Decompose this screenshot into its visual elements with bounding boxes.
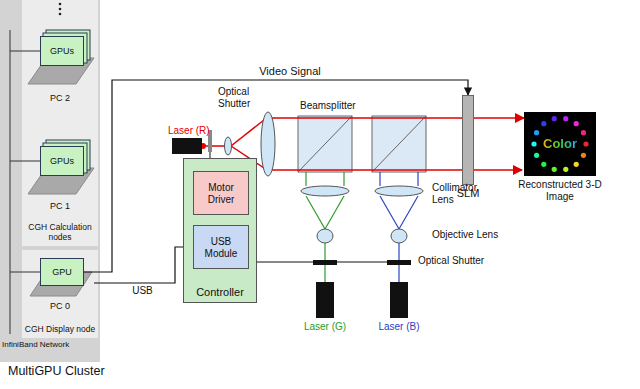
- edge-label: Video Signal: [257, 65, 323, 78]
- hologram-screen: [524, 112, 596, 176]
- hologram-screen: [524, 112, 596, 176]
- laser-beam-blue: [380, 196, 399, 229]
- laser-beam-green: [325, 196, 344, 229]
- color-ring: [563, 116, 568, 121]
- cluster-ground: [22, 250, 98, 338]
- node-text: GPUs: [41, 46, 83, 56]
- laser-body: Laser (G): [316, 282, 334, 318]
- laser-beam-blue: [417, 172, 418, 186]
- beamsplitter-cube: [372, 116, 426, 172]
- laser-beam-red: [231, 120, 264, 146]
- laser-body: Laser (R): [172, 138, 202, 154]
- lens: [391, 229, 407, 243]
- lens: [375, 186, 423, 196]
- color-ring: [534, 130, 539, 135]
- color-ring: [563, 167, 568, 172]
- usb-module-box: USB Module: [193, 225, 249, 269]
- laser-beam-red: [270, 117, 462, 119]
- color-ring: [541, 162, 546, 167]
- laser-beam-green: [305, 172, 306, 186]
- cluster-ground: [22, 0, 98, 246]
- color-ring: [534, 153, 539, 158]
- node-text: PC 2: [26, 93, 94, 103]
- color-ring: [581, 130, 586, 135]
- infiniband-wire: [10, 272, 40, 273]
- node-text: PC 1: [26, 201, 94, 211]
- infiniband-wire: [10, 51, 40, 52]
- color-ring: [552, 167, 557, 172]
- lens: [301, 186, 349, 196]
- laser-beam-green: [306, 196, 325, 229]
- ellipsis-dots: [59, 3, 62, 16]
- node-text: Color: [524, 137, 596, 152]
- gpu-card: GPUs: [40, 36, 84, 66]
- infiniband-wire: [10, 161, 40, 162]
- node-text: Motor Driver: [194, 182, 248, 205]
- connector: [84, 80, 468, 272]
- gpu-card: GPU: [40, 258, 84, 286]
- lens: [317, 229, 333, 243]
- connector: [94, 247, 193, 283]
- lens: [225, 137, 232, 155]
- beamsplitter-cube: [372, 116, 426, 172]
- node-heading: MultiGPU Cluster: [8, 364, 105, 378]
- color-ring: [581, 153, 586, 158]
- gpu-card: GPUs: [40, 146, 84, 176]
- infiniband-wire: [10, 30, 11, 334]
- pc-panel: PC 0 GPU: [26, 252, 94, 314]
- node-heading: Laser (B): [378, 321, 419, 333]
- node-text: CGH Display node: [22, 325, 98, 335]
- color-ring: [574, 121, 579, 126]
- color-ring: [552, 116, 557, 121]
- node-text: USB Module: [194, 236, 248, 259]
- pc-panel: PC 1 GPUs: [26, 118, 94, 214]
- lens: [261, 112, 275, 176]
- ellipsis-dots: [59, 3, 62, 6]
- reconstructed-image: Reconstructed 3-D ImageColor: [524, 112, 596, 176]
- part-label: Collimator Lens: [432, 182, 488, 205]
- slm-plate: SLM: [462, 95, 474, 185]
- laser-beam-blue: [379, 172, 380, 186]
- controller-box: Controller Motor DriverUSB Module: [183, 158, 257, 303]
- laser-beam-blue: [399, 196, 418, 229]
- part-label: Beamsplitter: [300, 100, 390, 112]
- laser-beam-red: [270, 169, 462, 171]
- laser-beam-green: [343, 172, 344, 186]
- cluster-ground: [0, 0, 100, 362]
- node-heading: Reconstructed 3-D Image: [515, 179, 605, 202]
- motor-driver-box: Motor Driver: [193, 171, 249, 215]
- node-text: GPUs: [41, 156, 83, 166]
- node-heading: Laser (G): [304, 321, 346, 333]
- laser-body: Laser (B): [390, 282, 408, 318]
- part-label: Objective Lens: [432, 229, 522, 241]
- connector: [474, 117, 524, 119]
- cluster-panel: MultiGPU ClusterCGH Calculation nodesPC …: [0, 0, 100, 362]
- beamsplitter-cube: [298, 116, 352, 172]
- control-wire: [257, 262, 411, 263]
- color-ring: [574, 162, 579, 167]
- edge-label: USB: [130, 285, 155, 297]
- part-label: Optical Shutter: [418, 255, 508, 267]
- ellipsis-dots: [59, 13, 62, 16]
- node-text: PC 0: [26, 301, 94, 311]
- cluster-ground: [0, 0, 100, 362]
- node-text: GPU: [41, 267, 83, 277]
- part-label: Optical Shutter: [218, 86, 270, 109]
- part-label: InfiniBand Network: [2, 340, 72, 349]
- laser-beam-red: [474, 169, 522, 171]
- node-heading: Laser (R): [168, 125, 210, 137]
- color-ring: [541, 121, 546, 126]
- beamsplitter-cube: [298, 116, 352, 172]
- pc-panel: PC 2 GPUs: [26, 18, 94, 106]
- node-text: Controller: [184, 286, 256, 299]
- calc-nodes-band: CGH Calculation nodes PC 2 GPUs PC 1 GPUs: [22, 0, 98, 246]
- node-text: CGH Calculation nodes: [22, 223, 98, 243]
- ellipsis-dots: [59, 8, 62, 11]
- beamsplitter-cube: [298, 116, 426, 172]
- display-node-band: CGH Display node PC 0 GPU: [22, 250, 98, 338]
